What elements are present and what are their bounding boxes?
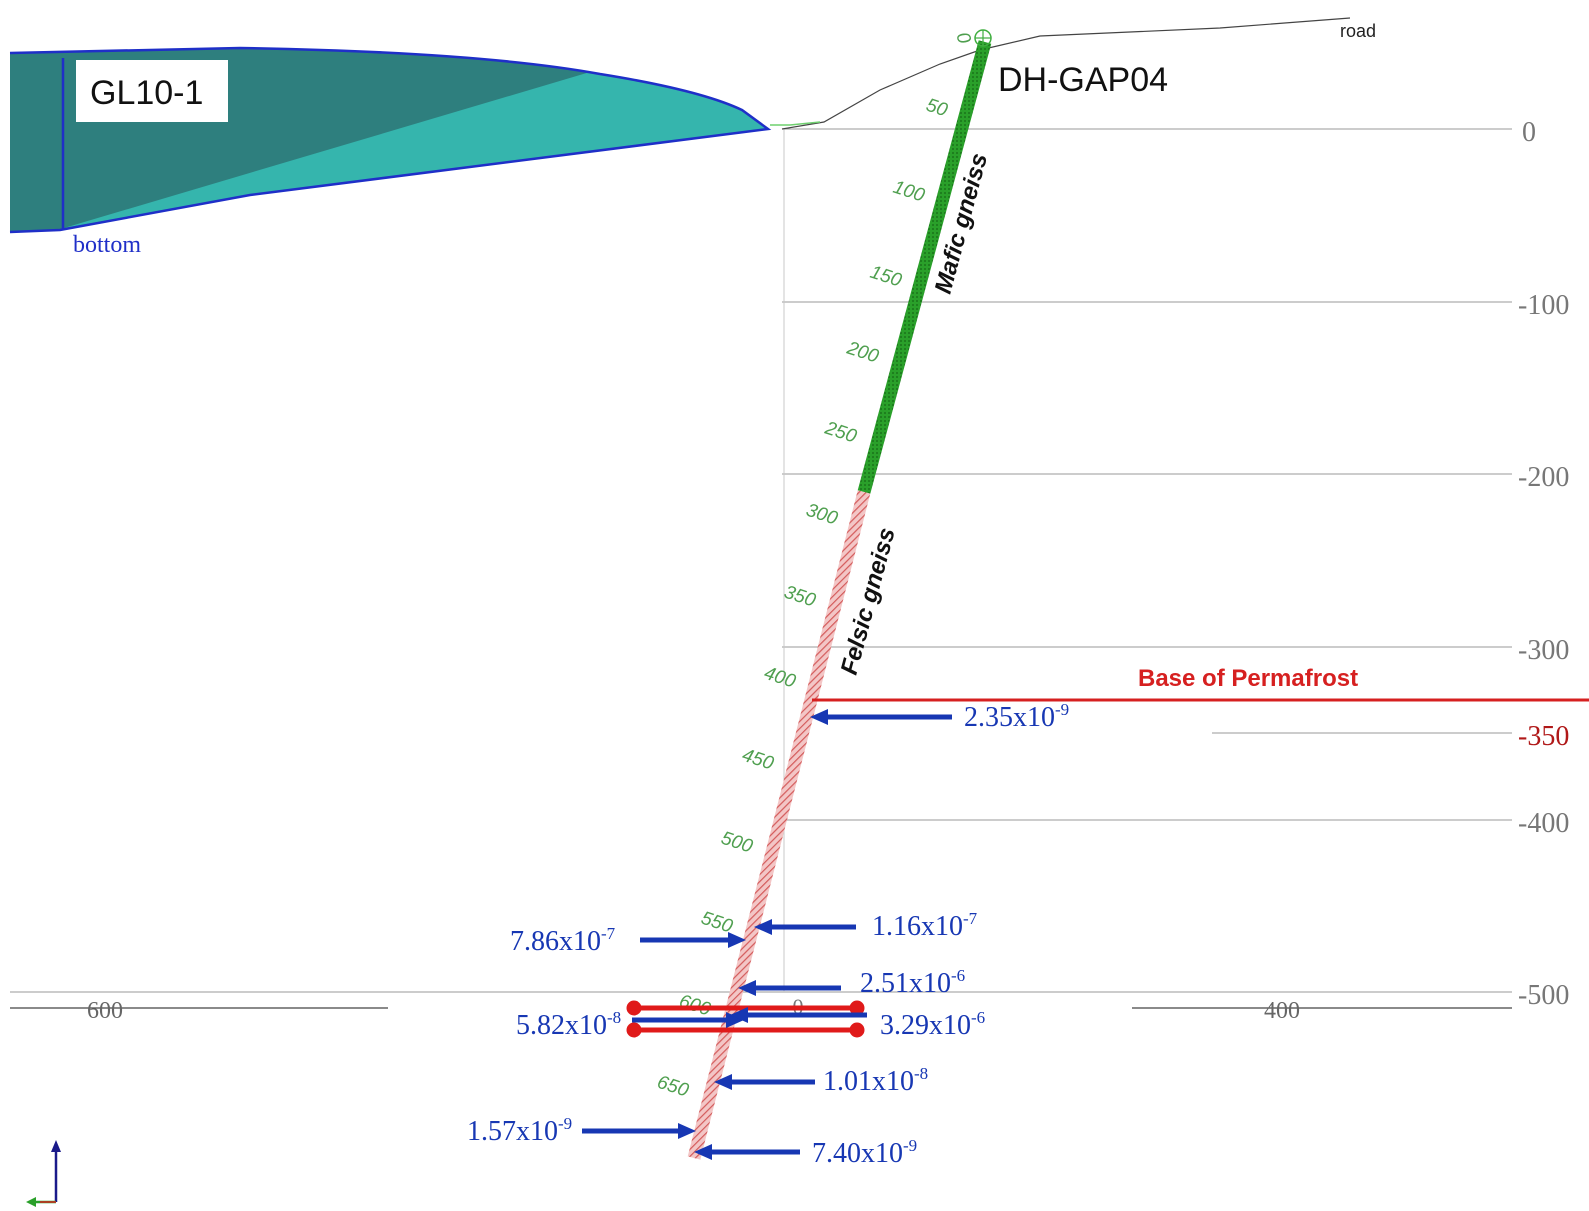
borehole-label: DH-GAP04 <box>998 61 1168 99</box>
hole-depth-100: 100 <box>890 177 927 207</box>
packer-intervals <box>626 1000 865 1038</box>
lake-bottom-label: bottom <box>73 232 141 258</box>
packer-upper-left-end <box>626 1000 642 1016</box>
value-test-8: 1.57x10-9 <box>467 1114 572 1147</box>
lake-gl10-1: GL10-1 bottom <box>9 46 772 258</box>
hole-depth-200: 200 <box>844 337 882 367</box>
value-test-5: 5.82x10-8 <box>516 1008 621 1041</box>
base-of-permafrost-label: Base of Permafrost <box>1138 665 1358 692</box>
value-test-6: 3.29x10-6 <box>880 1008 985 1041</box>
hole-depth-50: 50 <box>923 95 950 122</box>
packer-lower-left-end <box>626 1022 642 1038</box>
depth-tick-100: -100 <box>1518 290 1569 321</box>
road-label: road <box>1340 21 1376 41</box>
arrow-head-test-2 <box>728 932 746 948</box>
horizontal-tick-400: 400 <box>1264 998 1300 1024</box>
arrow-head-test-8 <box>678 1123 696 1139</box>
lake-label-box <box>76 60 228 122</box>
arrow-head-test-4 <box>738 980 756 996</box>
depth-tick-500: -500 <box>1518 980 1569 1011</box>
value-test-7: 1.01x10-8 <box>823 1064 928 1097</box>
arrow-head-test-9 <box>694 1144 712 1160</box>
hole-depth-0: 0 <box>951 30 974 48</box>
ground-surface-line <box>781 17 1351 130</box>
hole-depth-350: 350 <box>781 582 818 612</box>
shore-marker <box>770 121 821 126</box>
borehole-mafic-segment <box>857 40 992 494</box>
test-arrows <box>582 709 952 1160</box>
hole-depth-150: 150 <box>867 262 904 292</box>
value-test-3: 1.16x10-7 <box>872 909 978 942</box>
arrow-head-test-5 <box>726 1012 744 1028</box>
depth-tick-0: 0 <box>1522 117 1536 148</box>
borehole-felsic-segment <box>687 490 871 1160</box>
arrow-head-test-7 <box>714 1074 732 1090</box>
value-test-1: 2.35x10-9 <box>964 700 1069 733</box>
borehole-dh-gap04: DH-GAP04 <box>687 29 1168 1160</box>
hole-depth-450: 450 <box>739 745 776 775</box>
orientation-axes-icon <box>26 1140 61 1207</box>
packer-lower-right-end <box>849 1022 865 1038</box>
value-test-9: 7.40x10-9 <box>812 1136 917 1169</box>
lake-outline <box>9 46 772 234</box>
hole-depth-500: 500 <box>718 828 755 858</box>
hole-depth-250: 250 <box>822 417 860 447</box>
packer-upper-right-end <box>849 1000 865 1016</box>
value-test-4: 2.51x10-6 <box>860 966 965 999</box>
depth-grid <box>10 128 1512 993</box>
horizontal-tick-600: 600 <box>87 998 123 1024</box>
depth-tick-350: -350 <box>1518 721 1569 752</box>
lake-label: GL10-1 <box>90 74 203 112</box>
hole-depth-400: 400 <box>761 663 798 693</box>
arrow-head-test-1 <box>810 709 828 725</box>
depth-tick-200: -200 <box>1518 462 1569 493</box>
value-test-2: 7.86x10-7 <box>510 924 616 957</box>
hole-depth-300: 300 <box>803 500 840 530</box>
arrow-head-test-3 <box>754 919 772 935</box>
lake-light-wedge <box>64 72 768 228</box>
depth-tick-400: -400 <box>1518 808 1569 839</box>
arrow-head-test-6 <box>730 1007 748 1023</box>
hole-depth-650: 650 <box>654 1072 691 1102</box>
test-values: 2.35x10-9 7.86x10-7 1.16x10-7 2.51x10-6 … <box>467 700 1069 1169</box>
depth-ticks: 0 -100 -200 -300 -350 -400 -500 <box>1518 117 1569 1011</box>
depth-tick-300: -300 <box>1518 635 1569 666</box>
